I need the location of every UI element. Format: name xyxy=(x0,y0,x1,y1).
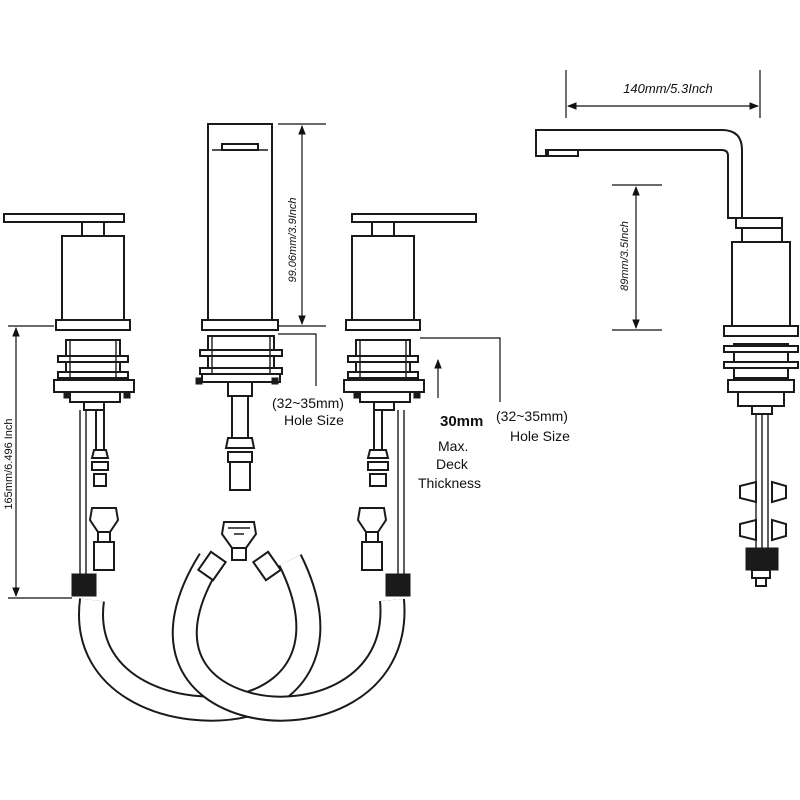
side-spout-arm xyxy=(535,129,743,219)
deck-thickness-value: 30mm xyxy=(440,413,483,430)
right-lever xyxy=(351,213,477,223)
right-threaded-nut xyxy=(385,573,411,597)
center-spout-body xyxy=(207,123,273,321)
left-handle-body xyxy=(61,235,125,321)
handle-depth-label: 165mm/6.496 Inch xyxy=(3,418,15,509)
left-threaded-nut xyxy=(71,573,97,597)
side-threaded-nut xyxy=(745,547,779,571)
left-hole-size-value: (32~35mm) xyxy=(272,395,344,411)
right-handle-body xyxy=(351,235,415,321)
left-handle-assembly xyxy=(3,213,135,597)
center-spout-assembly xyxy=(195,123,283,491)
dimension-labels: 140mm/5.3Inch 89mm/3.5Inch 99.06mm/3.9In… xyxy=(3,81,713,510)
spout-width-label: 140mm/5.3Inch xyxy=(623,81,713,96)
deck-thickness-label: Thickness xyxy=(418,475,481,491)
right-handle-assembly xyxy=(343,213,477,597)
spout-height-side-label: 89mm/3.5Inch xyxy=(619,221,631,291)
supply-hoses xyxy=(78,521,406,722)
deck-word-label: Deck xyxy=(436,456,469,472)
left-lever xyxy=(3,213,125,223)
side-handle-body xyxy=(731,241,791,327)
deck-max-label: Max. xyxy=(438,438,468,454)
right-hole-size-value: (32~35mm) xyxy=(496,408,568,424)
side-view-assembly xyxy=(535,129,799,587)
spout-height-front-label: 99.06mm/3.9Inch xyxy=(287,198,299,283)
left-hole-size-label: Hole Size xyxy=(284,412,344,428)
dimension-lines xyxy=(8,70,761,599)
right-hole-size-label: Hole Size xyxy=(510,428,570,444)
